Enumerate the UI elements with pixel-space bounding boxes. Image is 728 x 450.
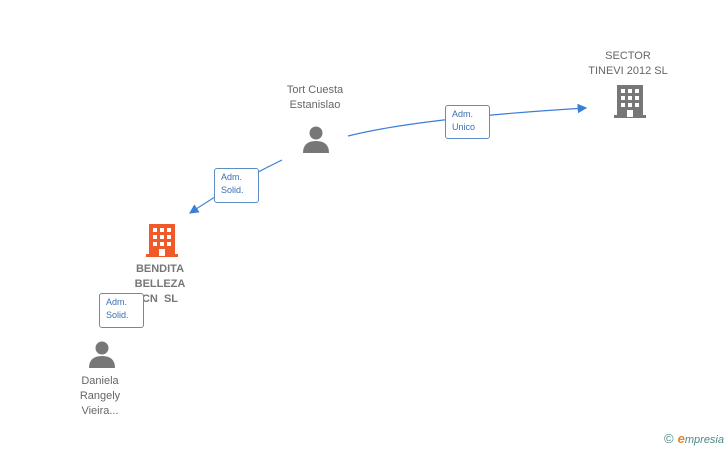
node-label-sector: SECTOR TINEVI 2012 SL bbox=[575, 49, 681, 79]
node-bendita-line3: CN SL bbox=[141, 293, 179, 305]
building-icon[interactable] bbox=[614, 83, 646, 119]
person-icon[interactable] bbox=[301, 124, 331, 154]
brand-logo-e: e bbox=[677, 431, 685, 446]
node-label-daniela: Daniela Rangely Vieira... bbox=[52, 374, 148, 419]
node-bendita-line1: BENDITA bbox=[135, 263, 185, 275]
building-icon-highlight[interactable] bbox=[146, 222, 178, 258]
badge-line1: Adm. bbox=[452, 109, 474, 119]
node-daniela-line2: Rangely bbox=[79, 390, 121, 402]
node-tort-line1: Tort Cuesta bbox=[286, 84, 344, 96]
node-daniela-line3: Vieira... bbox=[81, 405, 119, 417]
badge-line1: Adm. bbox=[106, 297, 128, 307]
node-label-tort: Tort Cuesta Estanislao bbox=[262, 83, 368, 113]
brand-logo-text: mpresia bbox=[684, 434, 724, 446]
edge-badge-adm-solid-1[interactable]: Adm. Solid. bbox=[214, 168, 259, 203]
copyright-symbol: © bbox=[664, 431, 674, 446]
node-sector-line2: TINEVI 2012 SL bbox=[588, 65, 668, 77]
node-sector-line1: SECTOR bbox=[605, 50, 651, 62]
badge-line2: Solid. bbox=[106, 310, 129, 320]
node-tort-line2: Estanislao bbox=[289, 99, 341, 111]
person-icon[interactable] bbox=[87, 339, 117, 369]
badge-line2: Unico bbox=[452, 122, 476, 132]
edge-tort-to-sector bbox=[347, 103, 588, 137]
badge-line1: Adm. bbox=[221, 172, 243, 182]
edge-badge-adm-solid-2[interactable]: Adm. Solid. bbox=[99, 293, 144, 328]
node-daniela-line1: Daniela bbox=[81, 375, 119, 387]
brand-watermark: ©empresia bbox=[664, 431, 724, 446]
node-bendita-line2: BELLEZA bbox=[134, 278, 186, 290]
node-label-bendita: BENDITA BELLEZA CN SL bbox=[115, 262, 205, 307]
badge-line2: Solid. bbox=[221, 185, 244, 195]
edge-badge-adm-unico[interactable]: Adm. Unico bbox=[445, 105, 490, 139]
